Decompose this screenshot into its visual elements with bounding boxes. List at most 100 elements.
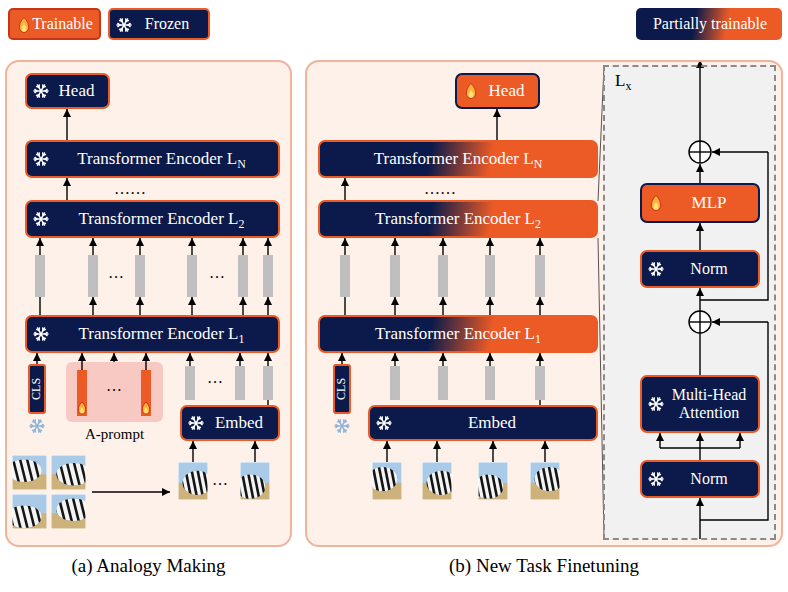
box-label: Transformer Encoder L1 bbox=[375, 324, 541, 344]
token-bar bbox=[535, 366, 545, 400]
token-bar bbox=[77, 370, 87, 416]
decoration bbox=[422, 462, 452, 500]
ground-fill bbox=[5, 60, 292, 547]
decoration bbox=[178, 462, 186, 500]
token-bar bbox=[235, 366, 245, 400]
decoration bbox=[37, 426, 41, 432]
token-bar bbox=[535, 255, 545, 297]
decoration bbox=[478, 462, 486, 500]
decoration bbox=[33, 494, 42, 529]
decoration bbox=[380, 418, 382, 420]
decoration bbox=[656, 263, 660, 269]
decoration bbox=[37, 214, 39, 216]
zebra-patch bbox=[372, 462, 402, 500]
layer-box: Transformer Encoder L1 bbox=[318, 315, 598, 353]
decoration bbox=[653, 263, 657, 269]
decoration bbox=[384, 417, 388, 423]
add-symbol bbox=[689, 141, 711, 163]
flame-icon bbox=[466, 84, 475, 99]
snowflake-icon bbox=[34, 213, 48, 225]
frozen-icon bbox=[32, 210, 50, 228]
ellipsis-label: … bbox=[108, 265, 124, 281]
panel-caption: (a) Analogy Making bbox=[0, 555, 310, 577]
token-arrow bbox=[489, 238, 490, 255]
decoration bbox=[660, 267, 662, 269]
panel-frame: HeadTransformer Encoder LNTransformer En… bbox=[5, 60, 292, 547]
layer-box: Transformer Encoder LN bbox=[318, 140, 598, 178]
decoration bbox=[536, 462, 544, 500]
decoration bbox=[192, 418, 194, 420]
snowflake-icon bbox=[117, 19, 131, 31]
decoration bbox=[19, 494, 28, 529]
token-arrow bbox=[386, 441, 387, 462]
decoration bbox=[120, 20, 122, 22]
decoration bbox=[484, 462, 492, 500]
decoration bbox=[41, 424, 43, 426]
token-arrow bbox=[492, 441, 493, 462]
subscript: x bbox=[625, 79, 631, 93]
decoration bbox=[652, 272, 654, 274]
box-label: Embed bbox=[468, 413, 516, 433]
ellipsis-label: … bbox=[212, 472, 228, 488]
decoration bbox=[658, 407, 660, 409]
token-bar bbox=[185, 366, 195, 400]
decoration bbox=[31, 426, 33, 428]
token-arrow bbox=[699, 498, 700, 539]
decoration bbox=[660, 402, 662, 404]
token-arrow bbox=[139, 297, 140, 315]
decoration bbox=[178, 462, 208, 500]
decoration bbox=[699, 311, 700, 333]
legend-swatch: Partially trainable bbox=[636, 8, 782, 40]
decoration bbox=[446, 462, 452, 500]
decoration bbox=[37, 162, 39, 164]
decoration bbox=[650, 269, 652, 271]
decoration bbox=[372, 462, 402, 500]
decoration bbox=[37, 329, 39, 331]
decoration bbox=[51, 494, 86, 529]
decoration bbox=[34, 430, 36, 432]
decoration bbox=[658, 482, 660, 484]
decoration bbox=[121, 19, 125, 25]
token-arrow bbox=[699, 60, 700, 141]
decoration bbox=[43, 94, 45, 96]
decoration bbox=[38, 219, 42, 225]
snowflake-icon bbox=[649, 473, 663, 485]
decoration bbox=[144, 407, 148, 413]
decoration bbox=[652, 474, 654, 476]
decoration bbox=[43, 329, 45, 331]
decoration bbox=[202, 462, 208, 500]
token-arrow bbox=[699, 164, 700, 183]
decoration bbox=[653, 398, 657, 404]
box-label: Multi-Head Attention bbox=[667, 386, 751, 423]
decoration bbox=[41, 85, 45, 91]
decoration bbox=[45, 157, 47, 159]
decoration bbox=[385, 417, 387, 419]
decoration bbox=[469, 90, 474, 98]
zebra-patch bbox=[12, 494, 47, 529]
decoration bbox=[184, 462, 192, 500]
decoration bbox=[240, 462, 270, 500]
decoration bbox=[422, 462, 430, 500]
decoration bbox=[490, 462, 498, 500]
decoration bbox=[240, 462, 270, 500]
decoration bbox=[72, 455, 81, 490]
decoration bbox=[178, 462, 208, 500]
decoration bbox=[344, 429, 346, 431]
zebra-patch bbox=[530, 462, 560, 500]
layer-box: Embed bbox=[180, 405, 280, 441]
decoration bbox=[41, 334, 45, 340]
decoration bbox=[656, 398, 660, 404]
zoom-label: Lx bbox=[615, 71, 631, 91]
decoration bbox=[386, 426, 388, 428]
decoration bbox=[128, 23, 130, 25]
decoration bbox=[51, 455, 86, 490]
decoration bbox=[38, 334, 42, 340]
decoration bbox=[336, 426, 338, 428]
token-arrow bbox=[539, 238, 540, 255]
box-label: Head bbox=[489, 81, 525, 101]
layer-box: Head bbox=[455, 73, 540, 109]
layer-box: MLP bbox=[640, 183, 760, 223]
token-arrow bbox=[394, 353, 395, 366]
decoration bbox=[43, 214, 45, 216]
